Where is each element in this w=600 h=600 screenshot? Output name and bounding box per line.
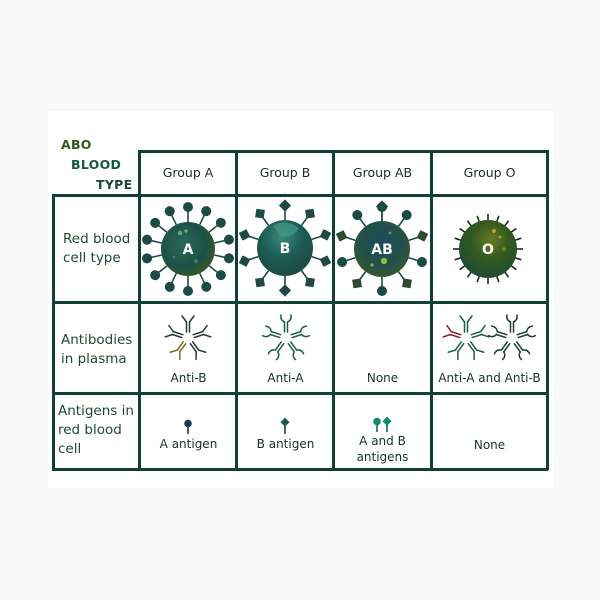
row-label-line: in plasma [61,351,127,367]
row-label-antigens: Antigens in red blood cell [58,402,134,459]
grid-line-v-2 [235,150,238,470]
abo-chart-card [48,111,553,488]
antigen-caption-group-b: B antigen [256,437,315,451]
ab-antigen-pins-icon [373,416,392,432]
grid-line-h-bottom [52,468,548,471]
antigen-caption-line: antigens [356,450,409,464]
grid-line-h-3 [52,392,548,395]
title-line-abo: ABO [61,137,92,152]
grid-line-v-right [546,150,549,470]
title-line-blood: BLOOD [71,157,122,172]
grid-line-h-1 [52,194,548,197]
column-header-group-o: Group O [463,165,516,180]
a-antigen-pin-icon [184,419,192,434]
row-label-line: red blood [58,422,122,438]
rbc-group-o-icon: O [452,214,524,285]
grid-line-v-1 [138,150,141,470]
row-label-antibodies: Antibodies in plasma [61,331,132,369]
row-label-line: Red blood [63,231,131,247]
svg-text:A: A [183,242,194,258]
antibody-caption-group-b: Anti-A [267,371,304,385]
svg-text:AB: AB [371,242,393,258]
anti-a-icon [261,314,311,361]
row-label-line: cell type [63,250,121,266]
rbc-group-ab-icon: AB [334,200,430,297]
row-label-line: Antibodies [61,332,133,348]
antigen-caption-group-a: A antigen [159,437,218,451]
anti-a-and-anti-b-icon [442,314,537,361]
svg-text:B: B [280,241,291,257]
b-antigen-pin-icon [280,417,290,434]
title-line-type: TYPE [96,177,133,192]
antigen-caption-group-ab: A and B antigens [334,433,431,465]
row-label-line: cell [58,441,82,457]
rbc-group-b-icon: B [237,199,333,297]
antibody-caption-group-ab: None [366,371,399,385]
row-label-line: Antigens in [58,403,134,419]
antibody-caption-group-o: Anti-A and Anti-B [438,371,541,385]
grid-line-v-left [52,194,55,470]
grid-line-v-3 [332,150,335,470]
rbc-group-a-icon: A [141,201,235,297]
svg-text:O: O [482,242,494,258]
column-header-group-b: Group B [259,165,311,180]
row-label-rbc-type: Red blood cell type [63,230,130,268]
anti-b-icon [164,315,212,361]
grid-line-v-4 [430,150,433,470]
antigen-caption-group-o: None [473,438,506,452]
antibody-caption-group-a: Anti-B [170,371,207,385]
antigen-caption-line: A and B [359,434,406,448]
column-header-group-ab: Group AB [352,165,413,180]
grid-line-h-header-top [138,150,548,153]
grid-line-h-2 [52,301,548,304]
column-header-group-a: Group A [162,165,214,180]
